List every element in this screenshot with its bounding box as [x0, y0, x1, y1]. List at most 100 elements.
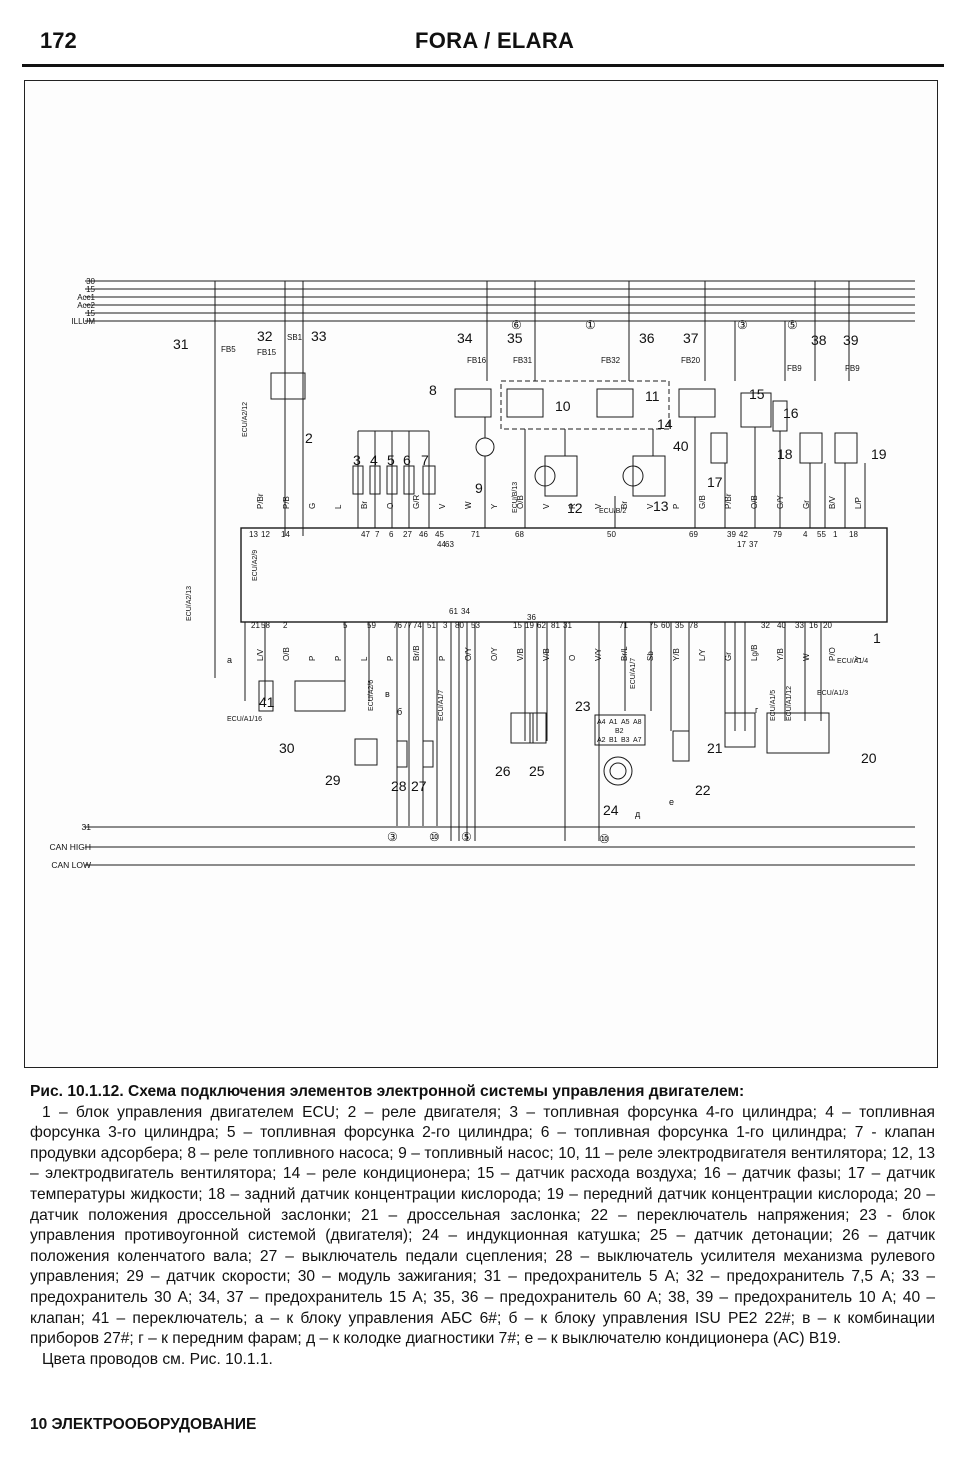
- component-number: 28: [391, 778, 407, 794]
- bottom-bus-label: 31: [82, 822, 92, 832]
- ecu-top-pin: 55: [817, 530, 826, 539]
- component-number: 24: [603, 802, 619, 818]
- component-number: 27: [411, 778, 427, 794]
- circled-ref: ①: [585, 318, 596, 332]
- fuse-label: FB32: [601, 356, 621, 365]
- component-number: 10: [555, 398, 571, 414]
- ecu-connector-label: ECU/B/2: [599, 508, 626, 515]
- wire-color-label: O/Y: [490, 647, 499, 661]
- ecu-connector-label: ECU/A1/16: [227, 716, 262, 723]
- ecu-bottom-pin: 59: [367, 621, 376, 630]
- wire-color-label: Y/B: [776, 648, 785, 661]
- wire-color-label: L: [334, 504, 343, 509]
- schematic-static-lines: [85, 280, 915, 866]
- fuse-label: FB31: [513, 356, 533, 365]
- component-number: 17: [707, 474, 723, 490]
- ecu-bottom-pin: 40: [777, 621, 786, 630]
- wire-color-label: G: [308, 503, 317, 509]
- ecu-connector-label: ECU/A1/7: [438, 690, 445, 721]
- ecu-bottom-pin: 15: [513, 621, 522, 630]
- wire-color-label: Gr: [724, 652, 733, 661]
- wire-color-label: P: [308, 656, 317, 661]
- ecu-top-pin: 7: [375, 530, 380, 539]
- ecu-bottom-pin: 74: [413, 621, 422, 630]
- ecu-top-pin: 17: [737, 540, 746, 549]
- circled-ref: ⑩: [429, 830, 440, 844]
- wire-color-label: O: [386, 503, 395, 509]
- fuse-label: FB20: [681, 356, 701, 365]
- wire-color-label: V/B: [542, 648, 551, 661]
- ecu-bottom-pin: 16: [809, 621, 818, 630]
- circled-ref: ⑩: [599, 832, 610, 846]
- ecu-top-pin: 63: [445, 540, 454, 549]
- bottom-bus-label: CAN HIGH: [49, 842, 91, 852]
- side-letter: е: [669, 797, 674, 807]
- wire-color-label: Br: [620, 501, 629, 509]
- component-number: 21: [707, 740, 723, 756]
- component-number: 16: [783, 405, 799, 421]
- wire-color-label: L/V: [256, 648, 265, 661]
- fuse-label: FB16: [467, 356, 487, 365]
- ecu-top-pin: 12: [261, 530, 270, 539]
- component-number: 6: [403, 452, 411, 468]
- side-letter: в: [385, 689, 390, 699]
- side-letter: б: [397, 707, 402, 717]
- ecu-top-pin: 14: [281, 530, 290, 539]
- circled-ref: ③: [387, 830, 398, 844]
- wire-color-label: Sb: [646, 651, 655, 661]
- wire-color-label: O/B: [516, 495, 525, 509]
- bus-label: 30: [86, 277, 95, 286]
- component-number: 41: [259, 694, 275, 710]
- component-number: 13: [653, 498, 669, 514]
- bus-label: Acc2: [77, 301, 95, 310]
- module-23-pin: A2: [597, 737, 606, 744]
- wire-color-label: O: [568, 655, 577, 661]
- fuse-label: SB1: [287, 333, 303, 342]
- wire-color-label: Y/B: [672, 648, 681, 661]
- ecu-bottom-pin: 78: [689, 621, 698, 630]
- ecu-top-pin: 27: [403, 530, 412, 539]
- ecu-top-pin: 18: [849, 530, 858, 539]
- page-number: 172: [40, 28, 77, 53]
- side-letter: a: [227, 655, 232, 665]
- ecu-bottom-pin: 76: [393, 621, 402, 630]
- ecu-top-pin: 13: [249, 530, 258, 539]
- ecu-top-pin: 50: [607, 530, 616, 539]
- ecu-top-pin: 37: [749, 540, 758, 549]
- ecu-connector-label: ECU/A2/9: [252, 550, 259, 581]
- component-number: 26: [495, 763, 511, 779]
- wire-color-label: P/Br: [256, 493, 265, 509]
- ecu-bottom-pin: 19: [525, 621, 534, 630]
- component-number: 7: [421, 452, 429, 468]
- component-number: 9: [475, 480, 483, 496]
- ecu-connector-label: ECU/A1/7: [630, 658, 637, 689]
- module-23-pin: B1: [609, 737, 618, 744]
- circled-ref: ⑤: [787, 318, 798, 332]
- ecu-bottom-pin: 71: [619, 621, 628, 630]
- ecu-top-pin: 4: [803, 530, 808, 539]
- header-rule: [22, 64, 944, 67]
- component-number: 33: [311, 328, 327, 344]
- component-number: 36: [639, 330, 655, 346]
- component-number: 37: [683, 330, 699, 346]
- bottom-bus-label: CAN LOW: [51, 860, 91, 870]
- ecu-top-pin: 46: [419, 530, 428, 539]
- component-number: 14: [657, 416, 673, 432]
- module-23-pin: B2: [615, 728, 624, 735]
- ecu-bottom-pin: 3: [443, 621, 448, 630]
- ecu-bottom-pin: 36: [527, 613, 536, 622]
- component-number: 1: [873, 630, 881, 646]
- ecu-connector-label: ECU/A1/12: [786, 686, 793, 721]
- wire-color-label: R: [568, 503, 577, 509]
- ecu-connector-label: ECU/B/13: [512, 482, 519, 513]
- wire-color-label: G/B: [698, 495, 707, 509]
- wire-color-label: P/B: [282, 496, 291, 509]
- component-number: 30: [279, 740, 295, 756]
- component-number: 15: [749, 386, 765, 402]
- ecu-box: [240, 527, 888, 623]
- wire-color-label: Br/L: [620, 646, 629, 661]
